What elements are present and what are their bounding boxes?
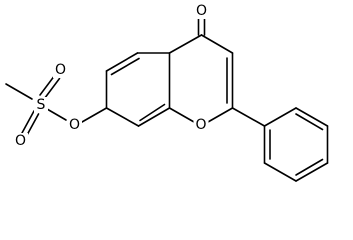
bond-s-o-top-b bbox=[43, 77, 61, 100]
bond-ph2-ph3 bbox=[263, 162, 297, 182]
bond-c2-o1 bbox=[207, 107, 234, 123]
ester-oxygen-label: O bbox=[69, 117, 80, 133]
bonds bbox=[5, 15, 329, 182]
carbonyl-oxygen-label: O bbox=[196, 3, 207, 19]
chemical-structure: O O O S O O bbox=[5, 3, 329, 182]
atom-labels: O O O S O O bbox=[13, 3, 209, 149]
bond-c7-ester-o bbox=[81, 107, 108, 123]
bond-c5-c6 bbox=[105, 52, 139, 72]
bond-o1-c8a bbox=[168, 107, 195, 123]
bond-ester-o-s bbox=[46, 108, 67, 121]
bond-c2-phenyl bbox=[231, 107, 266, 127]
bond-c8-c8a bbox=[137, 107, 171, 127]
bond-c5-c6-inner bbox=[110, 57, 140, 76]
bond-ph6-ph1 bbox=[263, 107, 297, 127]
bond-c4-c3 bbox=[200, 34, 234, 54]
sulfonyl-oxygen-bottom-label: O bbox=[15, 133, 26, 149]
bond-s-o-bottom-b bbox=[25, 113, 40, 137]
bond-s-o-top-a bbox=[39, 74, 56, 96]
sulfur-label: S bbox=[37, 97, 46, 113]
bond-ph3-ph4 bbox=[295, 162, 329, 182]
sulfonyl-oxygen-top-label: O bbox=[55, 62, 66, 78]
ring-oxygen-label: O bbox=[195, 117, 206, 133]
bond-c7-c8 bbox=[105, 107, 140, 127]
bond-c8-c8a-inner bbox=[139, 103, 166, 122]
bond-ph3-ph4-inner bbox=[295, 158, 324, 176]
bond-ph5-ph6 bbox=[295, 107, 329, 127]
bond-s-o-bottom-a bbox=[21, 110, 35, 134]
bond-ph5-ph6-inner bbox=[295, 113, 324, 131]
bond-c4a-c4 bbox=[168, 34, 203, 54]
bond-s-methyl bbox=[5, 83, 33, 100]
